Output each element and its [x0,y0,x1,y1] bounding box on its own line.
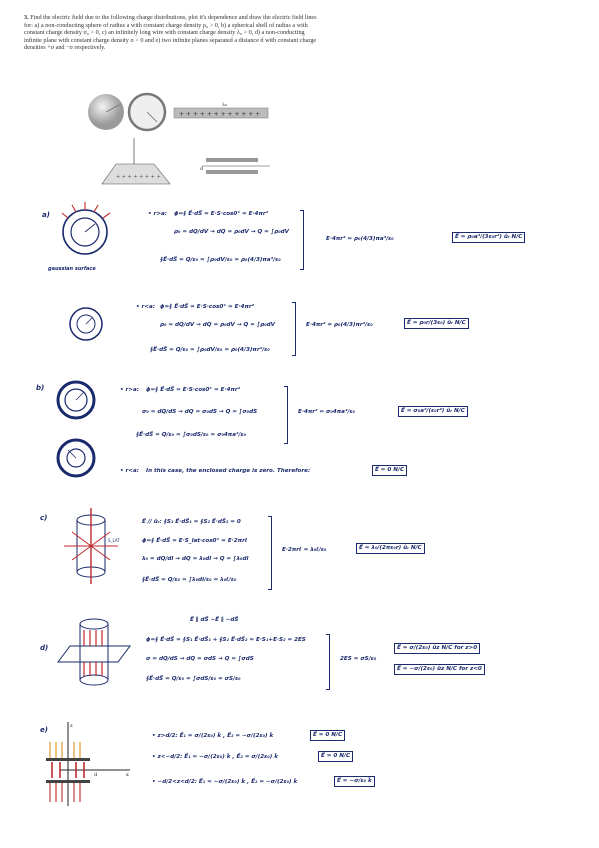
e-d-label: d [94,772,98,778]
b-r-gt-a-answer: E⃗ = σ₀a²/(ε₀r²) ûᵣ N/C [398,406,468,417]
a-r-gt-a-head: • r>a: [148,211,167,217]
a-r-gt-a-line1: ϕ=∮ E⃗·dS⃗ = E·S·cos0° = E·4πr² [174,211,269,217]
a-r-lt-a-line2: ρ₀ = dQ/dV → dQ = ρ₀dV → Q = ∫ρ₀dV [160,322,275,328]
e-answer1: E⃗ = 0 N/C [310,730,346,741]
sphere-figure [88,94,124,130]
problem-text: Find the electric field due to the follo… [24,14,317,52]
e-axis-x: x [126,772,129,778]
a-r-lt-a-answer: E⃗ = ρ₀r/(3ε₀) ûᵣ N/C [404,318,469,329]
a-r-lt-a-result: E·4πr² = ρ₀(4/3)πr³/ε₀ [306,322,373,328]
svg-text:d: d [200,166,204,172]
b-r-lt-a-text: In this case, the enclosed charge is zer… [146,468,311,474]
d-line1: ϕ=∮ E⃗·dS⃗ = ∮S₁ E⃗·dS⃗₁ + ∮S₂ E⃗·dS⃗₂ =… [146,637,306,643]
e-line3: • −d/2<z<d/2: E⃗₁ = −σ/(2ε₀) k̂ , E⃗₂ = … [152,779,298,785]
problem-number: 3. [24,14,29,21]
problem-statement: 3. Find the electric field due to the fo… [24,14,324,52]
a-r-gt-a-line2: ρ₀ = dQ/dV → dQ = ρ₀dV → Q = ∫ρ₀dV [174,229,289,235]
part-a-label: a) [42,211,50,219]
a-r-lt-a-line1: ϕ=∮ E⃗·dS⃗ = E·S·cos0° = E·4πr² [160,304,255,310]
svg-text:+ + + + + + + +: + + + + + + + + [116,174,161,180]
d-answer-positive: E⃗ = σ/(2ε₀) ûz N/C for z>0 [394,643,481,654]
e-answer3: E⃗ = −σ/ε₀ k̂ [334,776,375,787]
b-r-gt-a-line3: ∮E⃗·dS⃗ = Q/ε₀ = ∫σ₀dS/ε₀ = σ₀4πa²/ε₀ [136,432,247,438]
part-d-label: d) [40,644,49,652]
c-slat-label: S_LAT [108,538,120,543]
b-r-gt-a-line1: ϕ=∮ E⃗·dS⃗ = E·S·cos0° = E·4πr² [146,387,241,393]
e-axis-z: z [70,723,73,729]
part-a-sphere-diagram [61,202,111,255]
plane-figure: + + + + + + + + [101,138,171,185]
part-c-cylinder-diagram: S_LAT [64,508,120,584]
c-line2: λ₀ = dQ/dl → dQ = λ₀dl → Q = ∫λ₀dl [142,556,249,562]
b-r-gt-a-brace [284,386,288,444]
b-r-lt-a-head: • r<a: [120,468,139,474]
e-line2: • z<−d/2: E⃗₁ = −σ/(2ε₀) k̂ , E⃗₂ = σ/(2… [152,754,278,760]
part-d-pillbox-diagram [57,618,131,686]
gaussian-surface-label: gaussian surface [48,266,96,272]
part-c-label: c) [40,514,48,522]
c-brace [268,516,272,590]
shell-figure [127,92,167,132]
a-r-gt-a-answer: E⃗ = ρ₀a³/(3ε₀r²) ûᵣ N/C [452,232,526,243]
wire-lambda-label: λ₀ [222,102,227,108]
a-r-lt-a-brace [292,302,296,356]
b-r-gt-a-result: E·4πr² = σ₀4πa²/ε₀ [298,409,356,415]
part-e-label: e) [40,726,48,734]
a-r-lt-a-line3: ∮E⃗·dS⃗ = Q/ε₀ = ∫ρ₀dV/ε₀ = ρ₀(4/3)πr³/ε… [150,347,270,353]
a-r-gt-a-result: E·4πr² = ρ₀(4/3)πa³/ε₀ [326,236,394,242]
part-b-outer-diagram [56,380,96,420]
c-line0: E⃗ // ûᵣ: ∮S₁ E⃗·dS⃗₁ = ∮S₂ E⃗·dS⃗₂ = 0 [142,519,241,525]
d-result: 2ES = σS/ε₀ [340,656,377,662]
svg-text:+ + + + + + + + + + + +: + + + + + + + + + + + + [179,111,260,118]
d-brace [326,634,330,690]
c-line1: ϕ=∮ E⃗·dS⃗ = E·S_lat·cos0° = E·2πrℓ [142,538,248,544]
e-answer2: E⃗ = 0 N/C [318,751,354,762]
two-planes-figure: d [200,158,270,174]
e-line1: • z>d/2: E⃗₁ = σ/(2ε₀) k̂ , E⃗₂ = −σ/(2ε… [152,733,274,739]
a-r-gt-a-brace [300,210,304,270]
a-r-lt-a-head: • r<a: [136,304,155,310]
b-r-gt-a-head: • r>a: [120,387,139,393]
part-e-planes-diagram: z x d [46,722,130,806]
c-result: E·2πrℓ = λ₀ℓ/ε₀ [282,547,327,553]
wire-figure: + + + + + + + + + + + + λ₀ [173,102,269,119]
d-answer-negative: E⃗ = −σ/(2ε₀) ûz N/C for z<0 [394,664,485,675]
part-a-inner-diagram [69,307,103,341]
b-r-gt-a-line2: σ₀ = dQ/dS → dQ = σ₀dS → Q = ∫σ₀dS [142,409,258,415]
b-r-lt-a-answer: E⃗ = 0 N/C [372,465,408,476]
part-b-label: b) [36,384,45,392]
a-r-gt-a-line3: ∮E⃗·dS⃗ = Q/ε₀ = ∫ρ₀dV/ε₀ = ρ₀(4/3)πa³/ε… [160,257,281,263]
part-b-inner-diagram [56,438,96,478]
c-line3: ∮E⃗·dS⃗ = Q/ε₀ = ∫λ₀dl/ε₀ = λ₀ℓ/ε₀ [142,577,237,583]
d-line0: E⃗ ∥ dS⃗ −E⃗ ∥ −dS⃗ [190,617,239,623]
d-line3: ∮E⃗·dS⃗ = Q/ε₀ = ∫σdS/ε₀ = σS/ε₀ [146,676,241,682]
c-answer: E⃗ = λ₀/(2πε₀r) ûᵣ N/C [356,543,425,554]
d-line2: σ = dQ/dS → dQ = σdS → Q = ∫σdS [146,656,254,662]
